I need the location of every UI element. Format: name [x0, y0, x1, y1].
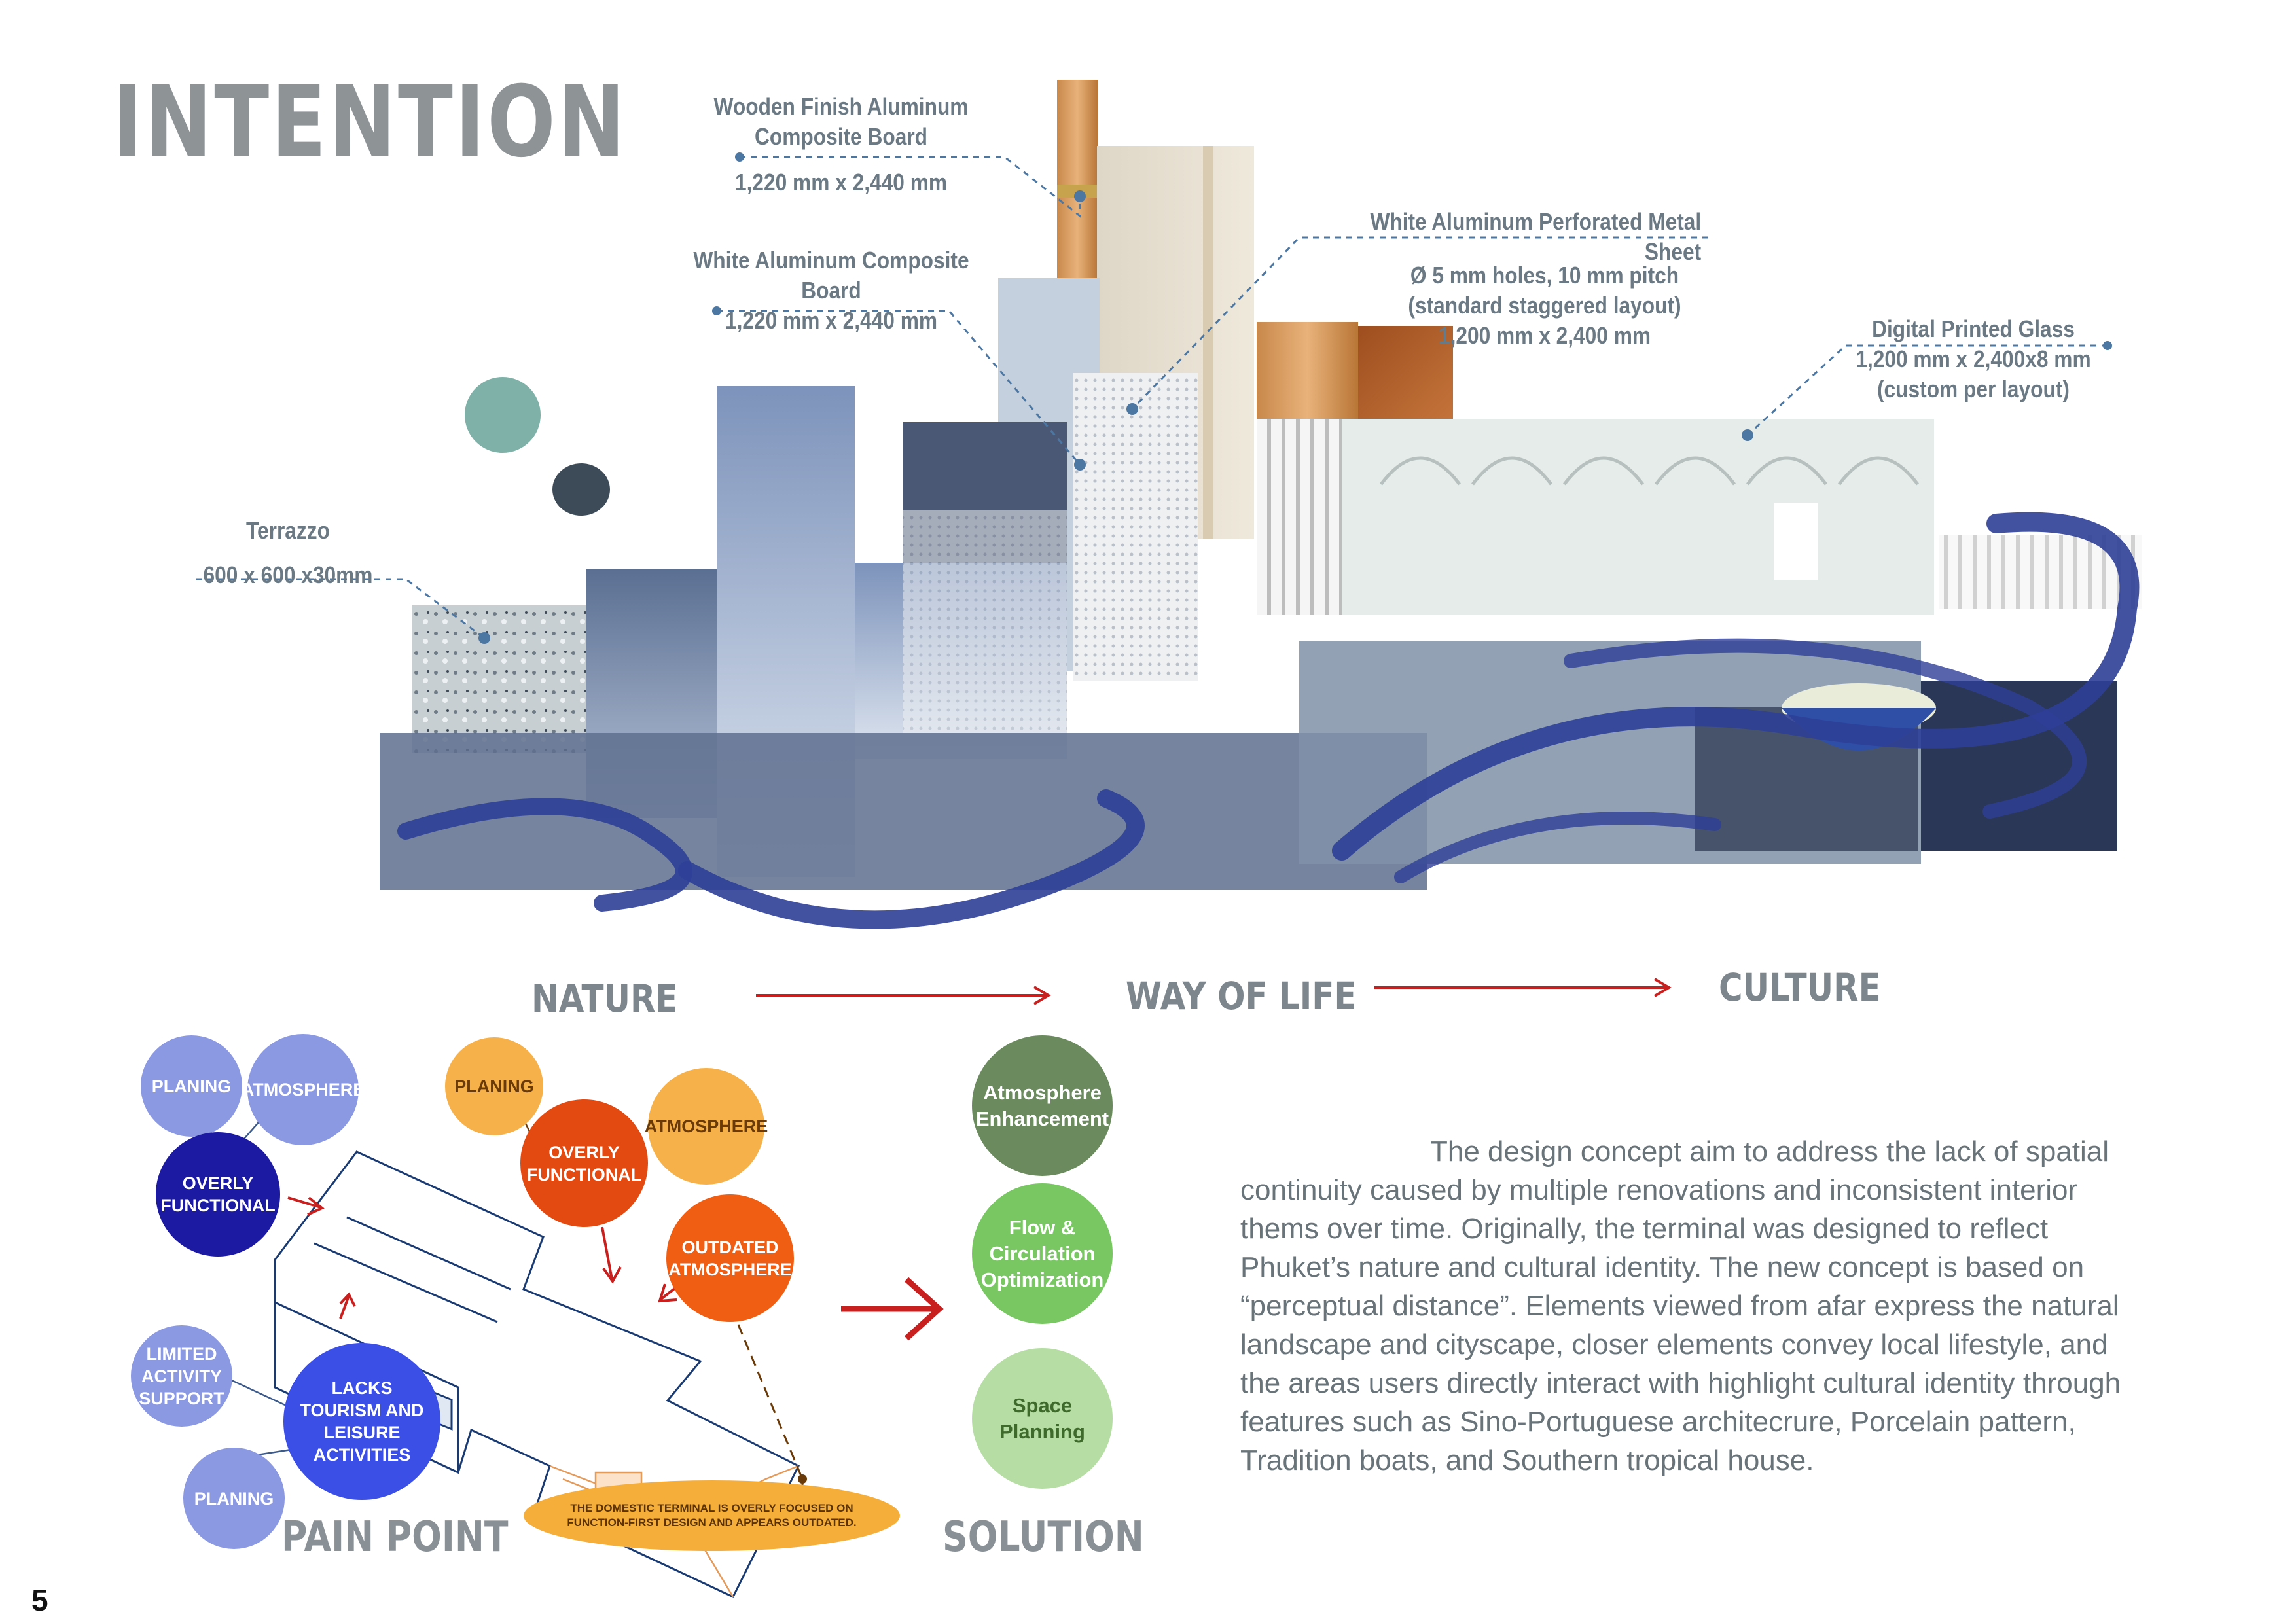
description-text: The design concept aim to address the la… [1240, 1135, 2121, 1476]
theme-culture: CULTURE [1719, 965, 1881, 1010]
wood-sample [1057, 80, 1098, 279]
circle-lacks-tourism: LACKS TOURISM AND LEISURE ACTIVITIES [283, 1343, 440, 1500]
material-name: White Aluminum Composite Board [693, 247, 969, 304]
theme-way-of-life: WAY OF LIFE [1126, 974, 1357, 1018]
circle-atmosphere-orange: ATMOSPHERE [645, 1068, 768, 1185]
solution-heading: SOLUTION [942, 1513, 1144, 1561]
material-label-printed-glass: Digital Printed Glass 1,200 mm x 2,400x8… [1838, 314, 2109, 404]
pain-point-heading: PAIN POINT [281, 1513, 509, 1561]
circle-overly-functional: OVERLY FUNCTIONAL [156, 1132, 280, 1257]
material-spec: 1,220 mm x 2,440 mm [725, 307, 938, 334]
circle-planing-2: PLANING [183, 1448, 285, 1549]
circle-planing-orange: PLANING [445, 1037, 543, 1135]
solution-flow: Flow & Circulation Optimization [972, 1183, 1113, 1324]
solution-space-planning: Space Planning [972, 1348, 1113, 1489]
material-name: White Aluminum Perforated Metal Sheet [1370, 208, 1702, 265]
material-collage [196, 80, 2142, 929]
pebble [465, 377, 541, 453]
material-spec: 1,200 mm x 2,400x8 mm [1856, 346, 2091, 372]
page-title: INTENTION [113, 65, 628, 179]
material-label-terrazzo: Terrazzo 600 x 600 x30mm [173, 516, 403, 590]
material-spec: (standard staggered layout) [1408, 292, 1681, 319]
material-spec: 600 x 600 x30mm [203, 562, 373, 588]
concept-description: The design concept aim to address the la… [1240, 1132, 2130, 1480]
material-spec: 1,200 mm x 2,400 mm [1438, 322, 1651, 349]
page-number: 5 [31, 1583, 48, 1617]
circle-atmosphere: ATMOSPHERE [242, 1034, 365, 1145]
material-spec: 1,220 mm x 2,440 mm [734, 169, 948, 196]
circle-outdated-atmosphere: OUTDATED ATMOSPHERE [666, 1194, 794, 1322]
circle-limited-activity: LIMITED ACTIVITY SUPPORT [131, 1325, 232, 1427]
material-spec: (custom per layout) [1877, 376, 2070, 402]
circle-overly-functional-orange: OVERLY FUNCTIONAL [520, 1099, 648, 1227]
material-label-perforated: White Aluminum Perforated Metal Sheet [1310, 207, 1701, 267]
material-label-wood: Wooden Finish Aluminum Composite Board 1… [694, 92, 988, 198]
material-name: Digital Printed Glass [1872, 315, 2075, 342]
material-spec: Ø 5 mm holes, 10 mm pitch [1410, 262, 1679, 289]
material-label-white-aluminum: White Aluminum Composite Board 1,220 mm … [687, 245, 975, 336]
solution-atmosphere: Atmosphere Enhancement [972, 1035, 1113, 1176]
pain-point-callout: THE DOMESTIC TERMINAL IS OVERLY FOCUSED … [524, 1480, 900, 1551]
terrazzo-sample [412, 605, 589, 753]
material-name: Terrazzo [246, 517, 330, 544]
perforated-sample [1073, 373, 1198, 681]
printed-glass-sample [1263, 419, 1934, 615]
material-name: Wooden Finish Aluminum Composite Board [713, 93, 969, 150]
circle-planing: PLANING [141, 1035, 242, 1137]
material-specs-perforated: Ø 5 mm holes, 10 mm pitch (standard stag… [1384, 260, 1706, 351]
pebble [552, 463, 610, 516]
theme-nature: NATURE [531, 976, 678, 1021]
theme-arrows [756, 978, 1672, 1005]
